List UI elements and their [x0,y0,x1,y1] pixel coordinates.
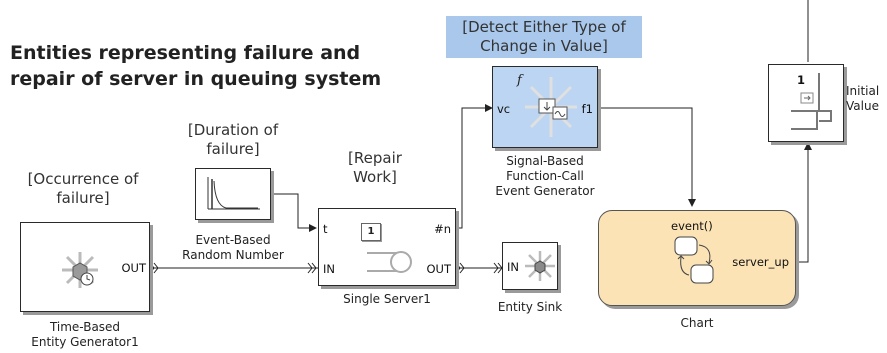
annotation-line: failure] [56,189,110,207]
annotation-duration: [Duration of failure] [178,121,288,159]
annotation-line: [Repair [348,149,402,167]
port-count: #n [434,222,451,236]
port-f1: f1 [581,102,593,116]
port-in: IN [507,260,519,274]
initial-value-icon [791,73,832,130]
annotation-line: [Duration of [187,121,279,139]
label-line: Time-Based [49,320,121,334]
port-vc: vc [497,102,511,116]
entity-chevron [149,262,159,274]
entity-chevron [307,262,317,274]
annotation-line: failure] [206,140,260,158]
function-call-generator-block[interactable]: vc f1 f [492,66,598,148]
random-number-block[interactable] [195,168,271,220]
diagram-title: Entities representing failure and repair… [10,40,381,92]
annotation-line: Change in Value] [480,37,608,55]
function-call-icon [525,77,577,137]
entity-sink-block[interactable]: IN [502,242,558,290]
label-line: Initial [846,84,880,98]
single-server-block[interactable]: t #n IN OUT 1 [318,208,456,286]
entity-generator-block[interactable]: OUT [20,222,150,312]
label-line: Signal-Based [506,154,584,168]
label-line: Event Generator [495,184,595,198]
chart-label: Chart [680,316,714,330]
chart-output-server-up: server_up [732,255,789,269]
title-line-2: repair of server in queuing system [10,68,382,90]
annotation-occurrence: [Occurrence of failure] [8,170,158,208]
label-line: Random Number [182,248,284,262]
label-line: Event-Based [195,233,271,247]
initial-value-label: Initial Value [846,84,886,114]
entity-sink-label: Entity Sink [497,300,563,314]
entity-chevron [455,262,465,274]
label-line: Value [846,99,879,113]
annotation-detect: [Detect Either Type of Change in Value] [446,16,642,58]
function-call-generator-label: Signal-Based Function-Call Event Generat… [480,154,610,199]
signal-line-count [455,104,493,229]
distribution-plot-icon [207,177,260,210]
label-line: Function-Call [506,169,584,183]
port-t: t [323,222,328,236]
annotation-line: [Occurrence of [27,170,139,188]
annotation-line: Work] [353,168,397,186]
port-out: OUT [121,261,147,275]
random-number-label: Event-Based Random Number [168,233,298,263]
single-server-label: Single Server1 [343,292,431,306]
annotation-repair: [Repair Work] [330,149,420,187]
title-line-1: Entities representing failure and [10,42,361,64]
server-capacity-badge: 1 [361,223,381,241]
label-line: Entity Generator1 [31,335,139,349]
state-machine-icon [674,236,714,284]
annotation-line: [Detect Either Type of [462,18,626,36]
chart-event-trigger: event() [671,219,713,233]
entity-generator-icon [62,252,98,288]
initial-value-number: 1 [797,73,806,87]
function-call-line [598,107,696,207]
server-queue-icon [367,251,412,273]
entity-generator-label: Time-Based Entity Generator1 [15,320,155,350]
stateflow-chart-block[interactable]: event() server_up [598,210,796,306]
signal-line-duration [272,193,317,232]
entity-sink-icon [525,251,555,281]
function-glyph: f [517,73,522,88]
port-out: OUT [426,262,452,276]
port-in: IN [323,262,335,276]
initial-value-block[interactable]: 1 [768,64,844,142]
signal-line-server-up [796,142,812,263]
